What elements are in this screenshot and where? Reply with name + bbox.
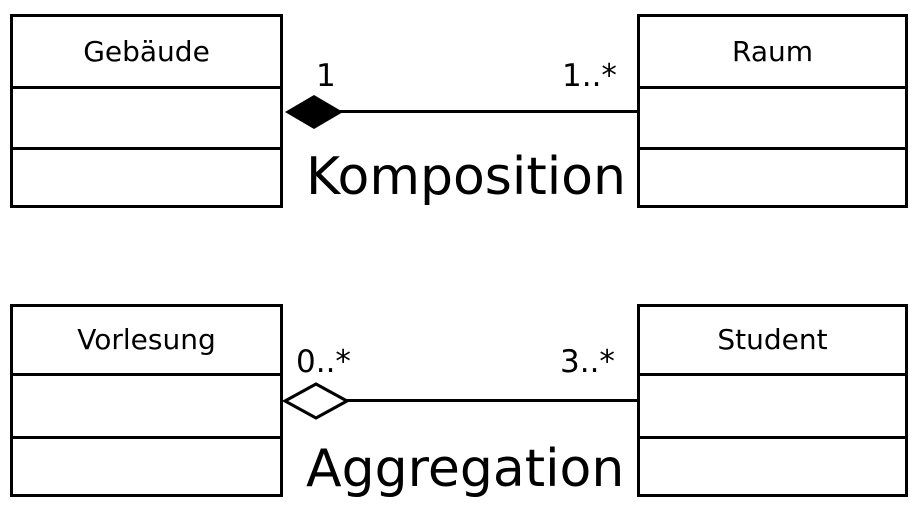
gebaeude-operations-compartment	[13, 147, 280, 205]
class-box-student: Student	[637, 304, 908, 497]
student-attributes-compartment	[640, 373, 905, 436]
raum-attributes-compartment	[640, 86, 905, 147]
class-box-vorlesung: Vorlesung	[10, 304, 283, 497]
vorlesung-operations-compartment	[13, 436, 280, 494]
komposition-association-line	[340, 110, 637, 113]
class-name-student: Student	[717, 323, 828, 356]
composition-filled-diamond-icon	[285, 95, 343, 129]
aggregation-right-multiplicity: 3..*	[560, 344, 615, 380]
class-name-raum: Raum	[731, 34, 814, 68]
gebaeude-attributes-compartment	[13, 86, 280, 147]
aggregation-left-multiplicity: 0..*	[296, 344, 351, 380]
komposition-right-multiplicity: 1..*	[562, 58, 617, 94]
komposition-left-multiplicity: 1	[316, 58, 336, 94]
aggregation-hollow-diamond-icon	[283, 382, 350, 420]
class-box-raum: Raum	[637, 14, 908, 208]
raum-operations-compartment	[640, 147, 905, 205]
vorlesung-attributes-compartment	[13, 373, 280, 436]
aggregation-relationship-label: Aggregation	[306, 439, 625, 499]
komposition-relationship-label: Komposition	[306, 147, 626, 207]
student-operations-compartment	[640, 436, 905, 494]
aggregation-association-line	[344, 399, 637, 402]
class-name-vorlesung: Vorlesung	[77, 323, 216, 356]
class-name-gebaeude: Gebäude	[83, 34, 210, 68]
class-box-gebaeude: Gebäude	[10, 14, 283, 208]
